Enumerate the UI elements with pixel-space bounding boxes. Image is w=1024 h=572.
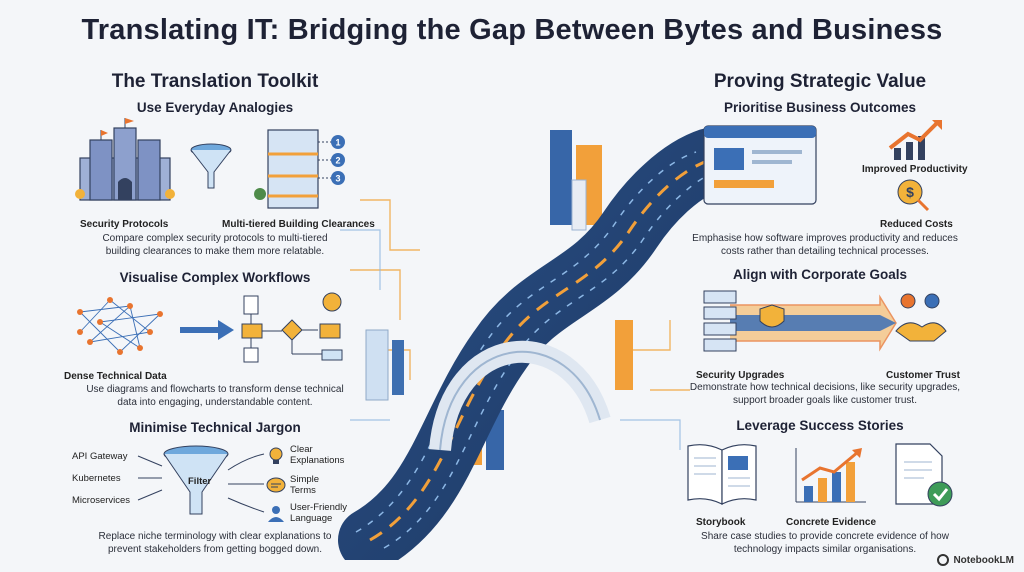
filter-funnel-diagram xyxy=(137,445,265,515)
jargon-input: Kubernetes xyxy=(72,473,121,484)
improved-productivity-label: Improved Productivity xyxy=(862,164,968,175)
bridge-illustration xyxy=(338,128,710,560)
growth-chart-icon xyxy=(888,120,942,160)
reduced-costs-label: Reduced Costs xyxy=(880,219,953,230)
security-upgrades-label: Security Upgrades xyxy=(696,370,785,381)
bar-chart-icon xyxy=(795,448,866,503)
open-book-icon xyxy=(687,444,757,505)
chat-bubble-icon xyxy=(266,476,286,496)
left-section-title: The Translation Toolkit xyxy=(111,71,319,92)
tower-bar xyxy=(615,320,633,390)
server-icon xyxy=(703,290,737,352)
dense-data-label: Dense Technical Data xyxy=(64,371,167,382)
document-check-icon xyxy=(895,443,953,507)
tier-number: 3 xyxy=(335,174,340,184)
jargon-input: Microservices xyxy=(72,495,131,506)
outcomes-description: Emphasise how software improves producti… xyxy=(692,233,958,257)
dashboard-window-icon xyxy=(703,125,817,205)
analogies-heading: Use Everyday Analogies xyxy=(136,100,294,115)
stories-heading: Leverage Success Stories xyxy=(736,418,904,433)
process-icon xyxy=(322,292,342,312)
jargon-description: Replace niche terminology with clear exp… xyxy=(98,531,332,555)
tower-bar xyxy=(365,329,389,401)
stories-description: Share case studies to provide concrete e… xyxy=(701,531,949,555)
building-tiers-icon: 1 2 3 xyxy=(254,129,345,209)
decision-icon xyxy=(281,319,303,341)
security-protocols-label: Security Protocols xyxy=(80,219,169,230)
svg-text:$: $ xyxy=(906,184,914,200)
goals-diagram xyxy=(703,290,947,352)
right-section-title: Proving Strategic Value xyxy=(713,71,927,92)
funnel-icon xyxy=(190,143,232,189)
tier-number: 2 xyxy=(335,156,340,166)
brand-label: NotebookLM xyxy=(953,554,1014,566)
dollar-down-icon: $ xyxy=(897,179,930,212)
workflow-diagram xyxy=(77,292,343,363)
handshake-icon xyxy=(895,293,947,342)
castle-icon xyxy=(75,118,175,201)
goals-heading: Align with Corporate Goals xyxy=(732,267,907,282)
storybook-label: Storybook xyxy=(696,517,746,528)
workflows-description: Use diagrams and flowcharts to transform… xyxy=(86,384,344,408)
folder-icon xyxy=(241,323,263,339)
customer-trust-label: Customer Trust xyxy=(886,370,960,381)
jargon-input: API Gateway xyxy=(72,451,128,462)
jargon-heading: Minimise Technical Jargon xyxy=(129,420,301,435)
goals-description: Demonstrate how technical decisions, lik… xyxy=(689,382,961,406)
concrete-evidence-label: Concrete Evidence xyxy=(786,517,877,528)
footer-brand: NotebookLM xyxy=(937,554,1014,566)
arrow-right-icon xyxy=(218,320,234,340)
tower-bar xyxy=(550,130,572,225)
document-icon xyxy=(243,347,259,363)
outcomes-heading: Prioritise Business Outcomes xyxy=(723,100,917,115)
notebooklm-logo-icon xyxy=(937,554,950,566)
workflows-heading: Visualise Complex Workflows xyxy=(119,270,311,285)
document-icon xyxy=(243,295,259,315)
lightbulb-icon xyxy=(266,446,286,466)
tier-number: 1 xyxy=(335,138,340,148)
building-clearances-label: Multi-tiered Building Clearances xyxy=(222,219,375,230)
analogies-description: Compare complex security protocols to mu… xyxy=(102,233,328,257)
page-title: Translating IT: Bridging the Gap Between… xyxy=(81,14,943,46)
filter-label: Filter xyxy=(188,476,212,487)
shield-icon xyxy=(759,304,785,328)
user-icon xyxy=(266,504,286,524)
network-icon xyxy=(79,299,161,353)
folder-icon xyxy=(319,323,341,339)
